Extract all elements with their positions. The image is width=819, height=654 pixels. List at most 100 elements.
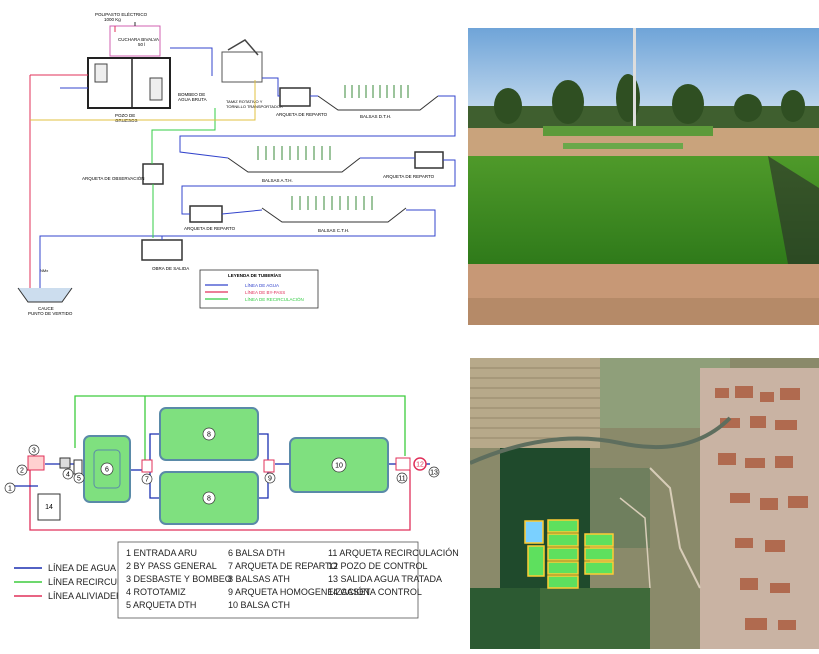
pipe-legend-water: LÍNEA DE AGUA — [245, 282, 279, 288]
key-11: 11 ARQUETA RECIRCULACIÓN — [328, 548, 459, 558]
badge-1: 1 — [8, 486, 12, 493]
badge-2: 2 — [20, 468, 24, 475]
bypass-pipes — [29, 26, 116, 288]
aerial-basin-b1 — [527, 545, 545, 577]
key-7: 7 ARQUETA DE REPARTO — [228, 561, 337, 571]
badge-8a: 8 — [207, 432, 211, 439]
label-cuchara-cap: 50 l — [138, 42, 145, 47]
aerial-basin-dth — [524, 520, 544, 544]
plan-line-legend: LÍNEA DE AGUA LÍNEA RECIRCULACIÓN LÍNEA … — [14, 563, 151, 601]
basin-ath — [227, 157, 361, 173]
label-cuchara: CUCHARA BIVALVA — [118, 37, 159, 42]
label-arqueta-obs: ARQUETA DE OBSERVACIÓN — [82, 175, 145, 181]
label-nmx: NMx — [40, 268, 48, 273]
light-pole — [633, 28, 636, 148]
badge-6: 6 — [105, 467, 109, 474]
plan-number-badges: 1 2 3 4 5 6 7 8 8 9 10 11 12 13 14 — [4, 427, 440, 511]
label-balsas-cth: BALSAS C.T.H. — [318, 228, 349, 233]
badge-10: 10 — [335, 463, 343, 470]
unit-arqueta-dth — [73, 459, 83, 475]
unit-arqueta-recirc — [395, 457, 411, 471]
tamiz-screw — [227, 39, 259, 56]
line-legend-water: LÍNEA DE AGUA — [48, 563, 116, 573]
reeds-dth — [344, 85, 409, 98]
plan-svg: 1 2 3 4 5 6 7 8 8 9 10 11 12 13 14 LÍNEA… — [4, 395, 459, 619]
back-basin — [543, 126, 713, 136]
aerial-basin-a3 — [547, 547, 579, 561]
key-2: 2 BY PASS GENERAL — [126, 561, 217, 571]
reeds-cth — [291, 196, 373, 210]
label-polipasto: POLIPASTO ELÉCTRICO — [95, 11, 148, 17]
pipe-legend-recirc: LÍNEA DE RECIRCULACIÓN — [245, 296, 304, 302]
badge-11: 11 — [398, 476, 405, 483]
key-10: 10 BALSA CTH — [228, 600, 290, 610]
line-legend-recirc: LÍNEA RECIRCULACIÓN — [48, 577, 151, 587]
label-arqueta-reparto-2: ARQUETA DE REPARTO — [383, 174, 435, 179]
key-6: 6 BALSA DTH — [228, 548, 285, 558]
road-2 — [619, 497, 651, 589]
aerial-basin-a5 — [547, 575, 579, 589]
key-1: 1 ENTRADA ARU — [126, 548, 197, 558]
badge-7: 7 — [145, 477, 149, 484]
basin-dth — [317, 95, 439, 111]
badge-8b: 8 — [207, 496, 211, 503]
basin-6-inner — [93, 449, 121, 489]
plan-key-table: 1 ENTRADA ARU 6 BALSA DTH 11 ARQUETA REC… — [117, 541, 459, 619]
key-4: 4 ROTOTAMIZ — [126, 587, 186, 597]
aerial-view — [470, 358, 819, 649]
label-punto-vertido: PUNTO DE VERTIDO — [28, 311, 73, 316]
photo-svg — [468, 28, 819, 325]
middle-basin — [563, 143, 683, 149]
front-basin-reeds — [468, 156, 819, 264]
badge-14: 14 — [45, 504, 53, 511]
unit-rototamiz — [59, 457, 71, 469]
key-9: 9 ARQUETA HOMOGENEIZACIÓN — [228, 587, 370, 597]
plan-recirc-lines — [74, 395, 406, 460]
label-arqueta-reparto-3: ARQUETA DE REPARTO — [184, 226, 236, 231]
pump-2 — [149, 77, 163, 101]
label-balsas-dth: BALSAS D.T.H. — [360, 114, 391, 119]
label-bombeo: BOMBEO DE — [178, 92, 205, 97]
label-balsas-ath: BALSAS A.T.H. — [262, 178, 293, 183]
reeds-ath — [257, 146, 331, 160]
pumping-tank — [87, 57, 171, 109]
label-bombeo-2: AGUA BRUTA — [178, 97, 207, 102]
aerial-basin-c1 — [584, 533, 614, 547]
aerial-basin-a1 — [547, 519, 579, 533]
obra-salida — [141, 239, 183, 261]
aerial-basins — [524, 519, 614, 589]
pump-1 — [94, 63, 108, 83]
aerial-basin-a4 — [547, 561, 579, 575]
badge-5: 5 — [77, 476, 81, 483]
town-area — [700, 368, 819, 649]
key-14: 14 CASETA CONTROL — [328, 587, 422, 597]
field-dark-2 — [470, 588, 540, 649]
arqueta-observacion — [142, 163, 164, 185]
badge-12: 12 — [416, 462, 424, 469]
unit-arqueta-reparto — [141, 459, 153, 473]
key-5: 5 ARQUETA DTH — [126, 600, 196, 610]
aerial-basin-c2 — [584, 547, 614, 561]
aerial-svg — [470, 358, 819, 649]
key-13: 13 SALIDA AGUA TRATADA — [328, 574, 442, 584]
key-8: 8 BALSAS ATH — [228, 574, 290, 584]
arqueta-reparto-1 — [279, 87, 311, 107]
cauce-channel — [17, 287, 73, 303]
label-obra-salida: OBRA DE SALIDA — [152, 266, 189, 271]
unit-caseta — [37, 493, 61, 521]
foreground-soil — [468, 298, 819, 325]
key-12: 12 POZO DE CONTROL — [328, 561, 428, 571]
tamiz-unit — [221, 51, 263, 83]
label-cauce: CAUCE — [38, 306, 54, 311]
basin-cth — [261, 207, 407, 223]
label-polipasto-cap: 1000 Kg — [104, 17, 121, 22]
water-pipes — [39, 47, 456, 288]
plan-diagram: 1 2 3 4 5 6 7 8 8 9 10 11 12 13 14 LÍNEA… — [0, 378, 465, 649]
arqueta-reparto-2 — [414, 151, 444, 169]
line-legend-overflow: LÍNEA ALIVIADERO — [48, 591, 130, 601]
pipe-legend-title: LEYENDA DE TUBERÍAS — [228, 271, 281, 278]
key-3: 3 DESBASTE Y BOMBEO — [126, 574, 232, 584]
field-orchard — [470, 358, 600, 448]
unit-pozo-control — [413, 457, 427, 471]
label-arqueta-reparto-1: ARQUETA DE REPARTO — [276, 112, 328, 117]
